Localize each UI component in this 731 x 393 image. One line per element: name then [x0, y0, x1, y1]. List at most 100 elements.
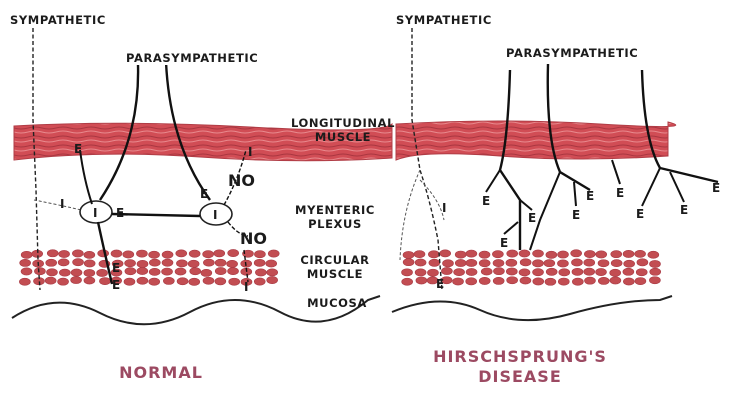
muscle-cell [403, 259, 414, 266]
muscle-cell [610, 277, 621, 284]
muscle-cell [453, 278, 464, 285]
muscle-cell [610, 269, 621, 276]
marker-e: E [200, 187, 208, 201]
muscle-cell [649, 277, 660, 284]
mucosa-wave-right [392, 296, 672, 320]
muscle-cell [441, 267, 452, 274]
muscle-cell [254, 278, 265, 285]
muscle-cell [84, 269, 95, 276]
muscle-cell [584, 277, 595, 284]
muscle-cell [572, 268, 583, 275]
muscle-cell [189, 278, 200, 285]
muscle-cell [466, 250, 477, 257]
muscle-cell [254, 259, 265, 266]
muscle-cell [479, 277, 490, 284]
myenteric-plexus-label-line2: PLEXUS [284, 217, 386, 231]
muscle-cell [493, 259, 504, 266]
muscle-cell [519, 250, 530, 257]
muscle-cell [99, 278, 110, 285]
muscle-cell [558, 278, 569, 285]
marker-e: E [500, 236, 508, 250]
muscle-cell [136, 250, 147, 257]
muscle-cell [636, 269, 647, 276]
longitudinal-muscle-label: LONGITUDINAL MUSCLE [282, 116, 404, 144]
marker-e: E [680, 203, 688, 217]
muscle-cell [84, 251, 95, 258]
muscle-cell [123, 251, 134, 258]
muscle-cell [84, 277, 95, 284]
muscle-cell [492, 251, 503, 258]
marker-no: NO [240, 229, 267, 248]
muscle-cell [415, 269, 426, 276]
hirschsprung-panel: E E E E E E E E E I E [392, 28, 720, 320]
muscle-cell [572, 278, 583, 285]
muscle-cell [415, 259, 426, 266]
muscle-cell [267, 276, 278, 283]
muscle-cell [558, 251, 569, 258]
muscle-cell [596, 251, 607, 258]
normal-caption: NORMAL [86, 363, 236, 383]
muscle-cell [214, 250, 225, 257]
muscle-cell [623, 268, 634, 275]
muscle-cell [175, 268, 186, 275]
muscle-cell [149, 259, 160, 266]
muscle-cell [203, 259, 214, 266]
muscle-cell [227, 260, 238, 267]
parasympathetic-label-left: PARASYMPATHETIC [124, 51, 260, 65]
muscle-cell [584, 268, 595, 275]
muscle-cell [429, 259, 440, 266]
parasympathetic-label-right: PARASYMPATHETIC [504, 46, 640, 60]
muscle-cell [506, 268, 517, 275]
muscle-cell [215, 267, 226, 274]
muscle-cell [255, 269, 266, 276]
muscle-cell [268, 250, 279, 257]
muscle-cell [97, 269, 108, 276]
marker-e: E [74, 142, 82, 156]
marker-e: E [482, 194, 490, 208]
muscle-cell [598, 260, 609, 267]
muscle-cell [466, 268, 477, 275]
longitudinal-muscle-band-right [396, 121, 676, 160]
marker-e: E [116, 206, 124, 220]
muscle-cell [544, 260, 555, 267]
muscle-cell [596, 268, 607, 275]
muscle-cell [149, 278, 160, 285]
sympathetic-label-left: SYMPATHETIC [8, 13, 108, 27]
muscle-cell [635, 277, 646, 284]
marker-i: I [248, 145, 252, 159]
muscle-cell [163, 277, 174, 284]
muscle-cell [623, 250, 634, 257]
muscle-cell [466, 278, 477, 285]
muscle-cell [254, 251, 265, 258]
muscle-cell [571, 259, 582, 266]
muscle-cell [455, 259, 466, 266]
muscle-cell [149, 268, 160, 275]
muscle-cell [176, 260, 187, 267]
muscle-cell [479, 260, 490, 267]
marker-i: I [93, 206, 97, 220]
muscle-cell [137, 267, 148, 274]
marker-e: E [712, 181, 720, 195]
muscle-cell [506, 259, 517, 266]
muscle-cell [402, 269, 413, 276]
marker-e: E [636, 207, 644, 221]
muscle-cell [507, 250, 518, 257]
muscle-cell [59, 250, 70, 257]
muscle-cell [176, 250, 187, 257]
muscle-cell [520, 259, 531, 266]
muscle-cell [228, 249, 239, 256]
circular-muscle-band-left [19, 249, 279, 285]
muscle-cell [125, 268, 136, 275]
muscle-cell [201, 269, 212, 276]
marker-no: NO [228, 171, 255, 190]
muscle-cell [546, 251, 557, 258]
muscle-cell [215, 259, 226, 266]
muscle-cell [545, 278, 556, 285]
muscle-cell [623, 278, 634, 285]
marker-e: E [112, 278, 120, 292]
muscle-cell [21, 268, 32, 275]
muscle-cell [162, 259, 173, 266]
muscle-cell [137, 277, 148, 284]
muscle-cell [71, 276, 82, 283]
